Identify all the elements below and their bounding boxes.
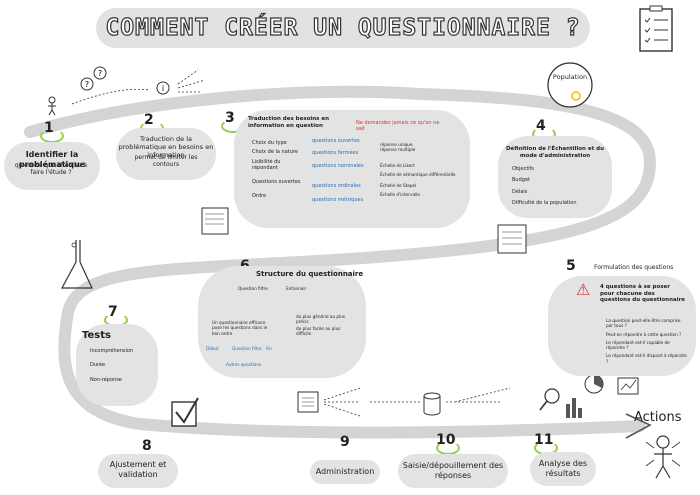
step-1-bubble <box>4 142 100 190</box>
step-6-title: Structure du questionnaire <box>256 270 364 278</box>
step-6-node: Début <box>206 346 219 351</box>
step-7-item: Incompréhension <box>90 348 134 354</box>
step-6-node: Fin <box>266 346 272 351</box>
step-3-detail: Échelle de sémantique différentielle <box>380 171 456 177</box>
step-3-branch: questions métriques <box>312 197 364 203</box>
page-title: COMMENT CRÉER UN QUESTIONNAIRE ? <box>105 14 581 41</box>
step-6-note: Un questionnaire efficace pose les quest… <box>212 320 268 336</box>
step-4-option: Délais <box>512 188 528 195</box>
step-3-title: Traduction des besoins en information en… <box>248 116 330 129</box>
step-11-bubble <box>530 452 596 486</box>
step-3-branch: questions ouvertes <box>312 138 360 144</box>
step-3-branch: questions fermées <box>312 150 359 157</box>
step-5-bubble <box>548 276 696 376</box>
step-1-ring <box>40 129 64 143</box>
step-6-label: du plus général au plus précis <box>296 314 346 325</box>
step-7-number: 7 <box>108 304 118 320</box>
step-4-options: Objectifs Budget Délais Difficulté de la… <box>512 166 602 206</box>
step-3-number: 3 <box>225 110 235 126</box>
step-3-item: Choix du type <box>252 140 287 146</box>
step-4-option: Budget <box>512 177 530 184</box>
step-3-items: Choix du type Choix de la nature Lisibil… <box>252 140 302 200</box>
step-5-question: Le répondant est-il disposé à répondre ? <box>606 353 687 364</box>
step-7-items: Incompréhension Durée Non-réponse <box>90 348 150 383</box>
step-6-label: Question filtre <box>238 286 268 291</box>
step-3-branches: questions ouvertes questions fermées que… <box>312 138 372 203</box>
step-7-item: Durée <box>90 362 106 369</box>
svg-text:?: ? <box>85 80 89 89</box>
step-8-bubble <box>98 454 178 488</box>
step-3-detail: Échelle d'intervalle <box>380 192 420 198</box>
step-3-note: Ne demandez jamais ce qu'on ne sait <box>356 120 440 132</box>
step-2-bullet: permet de limiter les contours <box>134 154 198 169</box>
step-9-title: Administration <box>315 467 375 476</box>
step-8-number: 8 <box>142 438 152 454</box>
step-5-question: La question peut-elle être comprise par … <box>606 318 681 329</box>
step-1-title: Identifier la problématique <box>18 150 86 169</box>
step-6-bubble <box>198 266 366 378</box>
step-1-number: 1 <box>44 120 54 136</box>
step-3-branch: questions nominales <box>312 162 364 169</box>
step-3-item: Ordre <box>252 193 267 200</box>
step-3-item: Questions ouvertes <box>252 179 301 185</box>
step-11-title: Analyse des résultats <box>538 459 588 478</box>
step-2-title: Traduction de la problématique en besoin… <box>118 135 214 159</box>
step-4-option: Difficulté de la population <box>512 199 577 206</box>
step-3-details: réponse unique réponse multiple Échelle … <box>380 142 460 198</box>
step-3-detail: Échelle de Stapel <box>380 183 417 188</box>
step-3-bubble <box>234 110 470 228</box>
step-5-subtitle: 4 questions à se poser pour chacune des … <box>600 284 686 304</box>
step-7-item: Non-réponse <box>90 376 122 383</box>
step-3-branch: questions ordinales <box>312 182 361 189</box>
step-6-label: Entonnoir <box>286 286 307 291</box>
step-5-question: Le répondant est-il capable de répondre … <box>606 339 670 350</box>
step-10-ring <box>436 441 460 455</box>
step-9-number: 9 <box>340 434 350 450</box>
warning-icon: ⚠ <box>576 280 591 299</box>
step-4-option: Objectifs <box>512 166 535 172</box>
step-9-bubble <box>310 460 380 484</box>
step-6-label: du plus facile au plus difficile <box>296 326 341 337</box>
step-10-title: Saisie/dépouillement des réponses <box>402 461 504 480</box>
step-5-title: Formulation des questions <box>594 264 674 271</box>
step-5-questions: La question peut-elle être comprise par … <box>606 318 688 364</box>
step-3-detail: Échelle de Likert <box>380 162 415 168</box>
population-label: Population <box>552 73 588 81</box>
step-2-bubble <box>116 128 216 180</box>
step-3-detail: réponse multiple <box>380 147 416 153</box>
step-6-node: Question filtre <box>232 346 262 351</box>
step-1-bullet: qu'est-ce que cherche à faire l'étude ? <box>14 162 88 177</box>
step-10-bubble <box>398 454 508 488</box>
step-7-title: Tests <box>82 330 111 341</box>
step-6-node: Autres questions <box>226 362 262 367</box>
step-5-number: 5 <box>566 258 576 274</box>
svg-text:i: i <box>162 84 164 93</box>
step-2-number: 2 <box>144 112 154 128</box>
step-4-title: Définition de l'Échantillon et du mode d… <box>505 146 605 159</box>
step-8-title: Ajustement et validation <box>109 460 167 479</box>
title-banner <box>96 8 590 48</box>
step-3-detail: réponse unique <box>380 142 413 147</box>
step-4-bubble <box>498 136 612 218</box>
svg-text:?: ? <box>98 69 102 78</box>
actions-label: Actions <box>634 410 682 425</box>
step-7-bubble <box>76 324 158 406</box>
step-4-number: 4 <box>536 118 546 134</box>
step-3-item: Choix de la nature <box>252 149 298 156</box>
step-3-item: Lisibilité du répondant <box>252 158 281 171</box>
step-5-question: Peut-on répondre à cette question ? <box>606 331 682 337</box>
